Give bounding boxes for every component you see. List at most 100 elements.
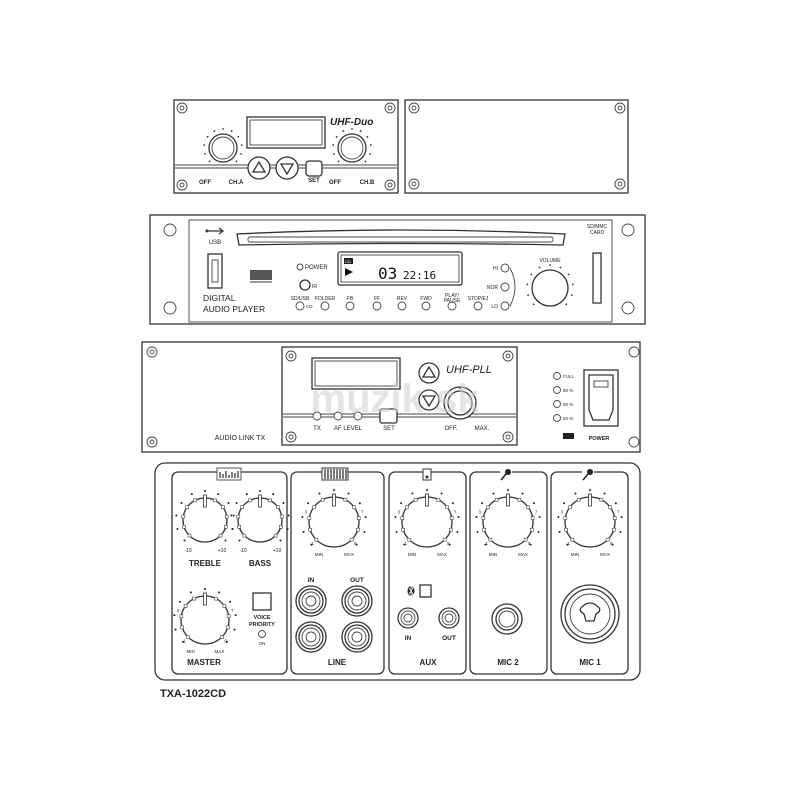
set-label: SET	[383, 426, 395, 432]
voice-priority-label-1: VOICE	[253, 615, 270, 621]
usb-label: USB	[209, 240, 221, 246]
battery-icon	[563, 433, 574, 439]
knob-min-label: MIN	[489, 552, 497, 557]
audio-link-tx-label: AUDIO LINK TX	[215, 435, 266, 442]
sd-card-label-1: SD/MMC	[587, 224, 608, 230]
bluetooth-pair-button[interactable]	[419, 584, 432, 598]
cd-button-label: FF	[374, 296, 380, 302]
cd-display	[337, 251, 463, 286]
mic2-jack[interactable]	[491, 603, 523, 635]
line-in-jack-1[interactable]	[295, 585, 327, 617]
off-a-label: OFF	[199, 180, 211, 186]
knob-max-label: MAX	[600, 552, 610, 557]
channel-a-volume-knob[interactable]	[203, 128, 243, 163]
on-label: ON	[259, 641, 266, 646]
screw-icon	[614, 178, 626, 190]
eq-nor-led	[500, 282, 510, 292]
equalizer-icon	[216, 467, 242, 481]
up-button[interactable]	[247, 156, 271, 180]
knob-scale-label: 9	[224, 639, 227, 644]
cd-button-stopej[interactable]	[473, 301, 483, 311]
channel-b-volume-knob[interactable]	[332, 128, 372, 163]
knob-max-label: MAX	[518, 552, 528, 557]
up-button[interactable]	[418, 362, 440, 384]
microphone-icon	[500, 468, 512, 481]
power-switch[interactable]	[583, 369, 619, 427]
cd-button-sublabel: CD	[306, 304, 313, 309]
knob-scale-label: 1	[486, 541, 489, 546]
knob-scale-label: 3	[398, 510, 401, 515]
voice-priority-label-2: PRIORITY	[249, 622, 275, 628]
cd-button-fwd[interactable]	[421, 301, 431, 311]
microphone-icon	[582, 468, 594, 481]
battery-level-led	[553, 372, 561, 380]
battery-level-led	[553, 400, 561, 408]
mic1-combo-jack[interactable]	[560, 584, 620, 644]
screw-icon	[285, 431, 297, 443]
bass-label: BASS	[249, 559, 272, 568]
knob-scale-label: 9	[528, 541, 531, 546]
aux-in-jack[interactable]	[397, 607, 419, 629]
power-label: POWER	[305, 265, 328, 271]
screw-icon	[384, 102, 396, 114]
line-out-jack-1[interactable]	[341, 585, 373, 617]
watermark: muzik sk	[311, 377, 481, 421]
cd-slot[interactable]	[236, 229, 566, 246]
screw-icon	[163, 223, 177, 237]
screw-icon	[621, 301, 635, 315]
battery-level-led	[553, 386, 561, 394]
bass-knob[interactable]	[230, 490, 290, 543]
mic1-label: MIC 1	[579, 658, 601, 667]
cd-button-label: SD/USB	[291, 296, 310, 302]
aux-out-jack[interactable]	[438, 607, 460, 629]
display-track-number: 03	[378, 264, 397, 283]
cd-button-label: FWD	[420, 296, 432, 302]
cd-button-rev[interactable]	[397, 301, 407, 311]
cd-button-ff[interactable]	[372, 301, 382, 311]
max-label: MAX.	[475, 426, 490, 432]
uhf-duo-receiver-module: UHF-Duo OFF CH.A SET OFF CH.B	[173, 99, 399, 194]
eq-lo-button[interactable]	[500, 301, 510, 311]
knob-scale-label: 1	[183, 639, 186, 644]
cd-button-label: FOLDER	[315, 296, 336, 302]
keyboard-icon	[321, 467, 349, 481]
down-button[interactable]	[275, 156, 299, 180]
cd-button-play[interactable]	[447, 301, 457, 311]
bass-min-label: -10	[239, 548, 246, 554]
voice-priority-button[interactable]	[252, 592, 272, 611]
knob-scale-label: 1	[312, 541, 315, 546]
display-mode: CD	[345, 259, 351, 264]
aux-label: AUX	[420, 658, 438, 667]
cd-volume-knob[interactable]	[526, 264, 574, 307]
cd-button-sdusb[interactable]	[295, 301, 305, 311]
line-out-jack-2[interactable]	[341, 621, 373, 653]
sd-card-slot[interactable]	[592, 252, 602, 304]
uhf-duo-title: UHF-Duo	[330, 117, 373, 128]
screw-icon	[146, 346, 158, 358]
set-button[interactable]	[305, 160, 323, 177]
screw-icon	[163, 301, 177, 315]
tx-level-knob[interactable]	[443, 386, 477, 420]
model-name: TXA-1022CD	[160, 688, 226, 700]
set-button[interactable]	[379, 408, 398, 424]
knob-scale-label: 7	[231, 608, 234, 613]
screw-icon	[176, 179, 188, 191]
usb-port[interactable]	[207, 253, 223, 289]
cd-button-fb[interactable]	[345, 301, 355, 311]
cd-button-label: REV	[397, 296, 408, 302]
battery-level-label: 50 %	[563, 402, 573, 407]
treble-knob[interactable]	[175, 490, 235, 543]
down-button[interactable]	[418, 389, 440, 411]
off-b-label: OFF	[329, 180, 341, 186]
line-in-jack-2[interactable]	[295, 621, 327, 653]
line-out-label: OUT	[350, 577, 364, 584]
cd-button-folder[interactable]	[320, 301, 330, 311]
compact-disc-logo-icon	[250, 270, 272, 283]
screw-icon	[621, 223, 635, 237]
play-indicator-icon	[345, 268, 353, 276]
